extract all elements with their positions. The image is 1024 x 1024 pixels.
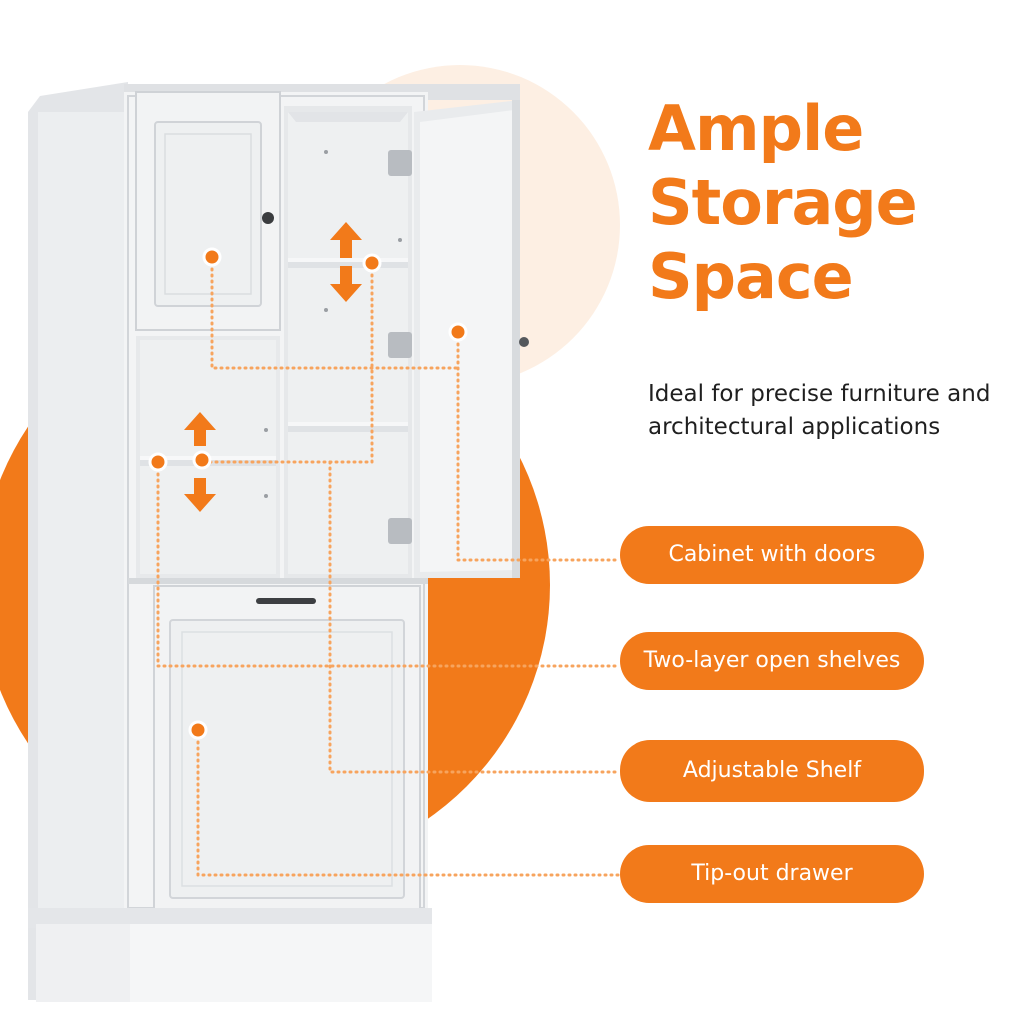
headline-line-2: Storage bbox=[648, 166, 918, 239]
callout-tip-out-drawer: Tip-out drawer bbox=[620, 845, 924, 903]
open-shelf-marker-left bbox=[148, 452, 168, 472]
callout-adjustable-shelf: Adjustable Shelf bbox=[620, 740, 924, 802]
drawer-marker bbox=[188, 720, 208, 740]
callout-two-layer-open-shelves: Two-layer open shelves bbox=[620, 632, 924, 690]
cabinet-body bbox=[28, 82, 529, 1002]
open-door bbox=[388, 100, 529, 578]
drawer-handle bbox=[256, 598, 316, 604]
callout-lines bbox=[156, 255, 622, 877]
adjustable-shelf-marker bbox=[362, 253, 382, 273]
callout-dots bbox=[148, 247, 468, 740]
headline-line-3: Space bbox=[648, 240, 854, 313]
tip-out-drawer bbox=[128, 578, 428, 913]
headline-line-1: Ample bbox=[648, 92, 864, 165]
open-shelf-marker-right bbox=[192, 450, 212, 470]
left-top-door bbox=[135, 91, 281, 331]
cabinet-door-marker bbox=[448, 322, 468, 342]
description: Ideal for precise furniture and architec… bbox=[648, 381, 991, 440]
top-door-marker bbox=[202, 247, 222, 267]
headline: Ample Storage Space bbox=[648, 92, 1018, 314]
adjust-arrow-icon bbox=[184, 222, 362, 512]
door-knob bbox=[262, 212, 274, 224]
callout-cabinet-with-doors: Cabinet with doors bbox=[620, 526, 924, 584]
